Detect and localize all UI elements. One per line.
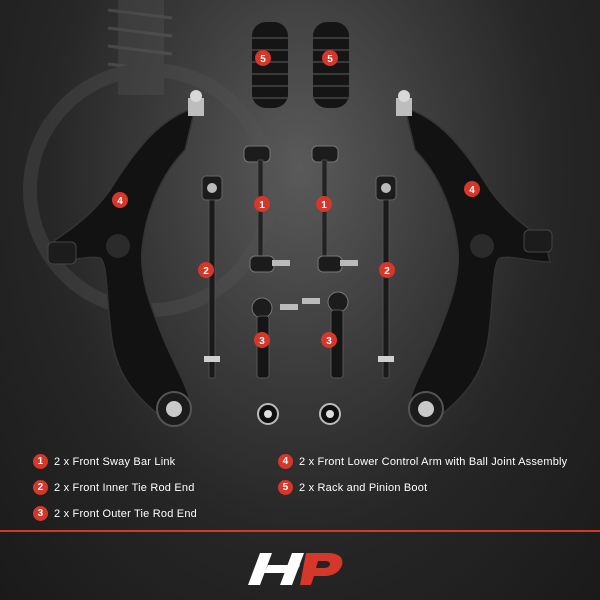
legend-item: 4 2 x Front Lower Control Arm with Ball … bbox=[278, 454, 567, 469]
badge-4-left: 4 bbox=[112, 192, 128, 208]
legend-text: 2 x Front Sway Bar Link bbox=[54, 455, 176, 468]
svg-text:3: 3 bbox=[259, 336, 265, 347]
control-arm-right bbox=[396, 90, 553, 427]
badge-1-right: 1 bbox=[316, 196, 332, 212]
svg-text:2: 2 bbox=[203, 266, 209, 277]
legend-number-badge: 2 bbox=[33, 480, 48, 495]
badge-2-right: 2 bbox=[379, 262, 395, 278]
svg-text:3: 3 bbox=[326, 336, 332, 347]
svg-text:4: 4 bbox=[469, 185, 475, 196]
badge-5-right: 5 bbox=[322, 50, 338, 66]
legend-number-badge: 3 bbox=[33, 506, 48, 521]
badge-3-right: 3 bbox=[321, 332, 337, 348]
badge-3-left: 3 bbox=[254, 332, 270, 348]
svg-text:4: 4 bbox=[117, 196, 123, 207]
legend-number-badge: 4 bbox=[278, 454, 293, 469]
rack-boot-left bbox=[252, 22, 288, 108]
nut-right bbox=[319, 403, 341, 425]
svg-text:5: 5 bbox=[260, 54, 266, 65]
control-arm-left bbox=[47, 90, 204, 427]
legend-item: 5 2 x Rack and Pinion Boot bbox=[278, 480, 427, 495]
svg-text:1: 1 bbox=[259, 200, 265, 211]
legend-number-badge: 1 bbox=[33, 454, 48, 469]
badge-5-left: 5 bbox=[255, 50, 271, 66]
legend-item: 3 2 x Front Outer Tie Rod End bbox=[33, 506, 197, 521]
legend-text: 2 x Front Lower Control Arm with Ball Jo… bbox=[299, 455, 568, 468]
legend-text: 2 x Rack and Pinion Boot bbox=[299, 481, 428, 494]
inner-tie-rod-right bbox=[375, 175, 397, 379]
legend-number-badge: 5 bbox=[278, 480, 293, 495]
legend-text: 2 x Front Inner Tie Rod End bbox=[54, 481, 195, 494]
legend-text: 2 x Front Outer Tie Rod End bbox=[54, 507, 197, 520]
legend-item: 1 2 x Front Sway Bar Link bbox=[33, 454, 175, 469]
parts-legend: 1 2 x Front Sway Bar Link 2 2 x Front In… bbox=[0, 448, 600, 528]
svg-text:2: 2 bbox=[384, 266, 390, 277]
inner-tie-rod-left bbox=[201, 175, 223, 379]
badge-4-right: 4 bbox=[464, 181, 480, 197]
badge-1-left: 1 bbox=[254, 196, 270, 212]
nut-left bbox=[257, 403, 279, 425]
legend-item: 2 2 x Front Inner Tie Rod End bbox=[33, 480, 195, 495]
parts-photo: 5 5 4 4 1 1 2 2 3 3 bbox=[23, 0, 553, 427]
svg-text:5: 5 bbox=[327, 54, 333, 65]
brand-logo-icon bbox=[248, 553, 343, 585]
badge-2-left: 2 bbox=[198, 262, 214, 278]
svg-text:1: 1 bbox=[321, 200, 327, 211]
accent-divider bbox=[0, 530, 600, 532]
